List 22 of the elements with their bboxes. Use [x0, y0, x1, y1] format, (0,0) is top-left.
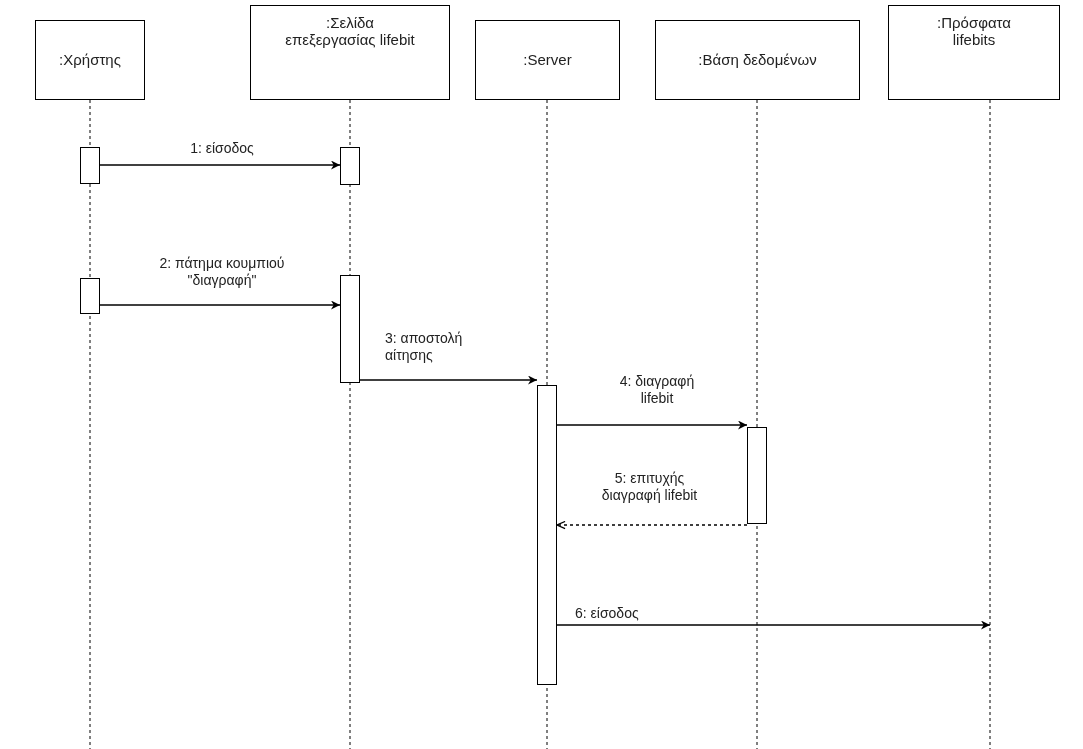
message-arrow: [556, 520, 748, 530]
lifeline-name: :Server: [523, 51, 572, 69]
lifeline-header-box: [655, 20, 860, 100]
message-arrow: [359, 375, 538, 385]
message-arrow: [99, 160, 341, 170]
activation-bar: [747, 427, 767, 524]
lifeline-name: :Χρήστης: [59, 51, 121, 69]
activation-bar: [80, 147, 100, 184]
message-arrow: [556, 620, 991, 630]
lifeline-header-box: [35, 20, 145, 100]
lifeline-header-box: [250, 5, 450, 100]
activation-bar: [340, 147, 360, 185]
activation-bar: [537, 385, 557, 685]
lifeline-name: :Βάση δεδομένων: [698, 51, 817, 69]
lifeline-header-box: [888, 5, 1060, 100]
message-arrow: [556, 420, 748, 430]
lifeline-name: :Πρόσφατα lifebits: [936, 14, 1012, 49]
lifeline-name: :Σελίδα επεξεργασίας lifebit: [285, 14, 415, 49]
activation-bar: [80, 278, 100, 314]
activation-bar: [340, 275, 360, 383]
lifeline-header-box: [475, 20, 620, 100]
message-arrow: [99, 300, 341, 310]
